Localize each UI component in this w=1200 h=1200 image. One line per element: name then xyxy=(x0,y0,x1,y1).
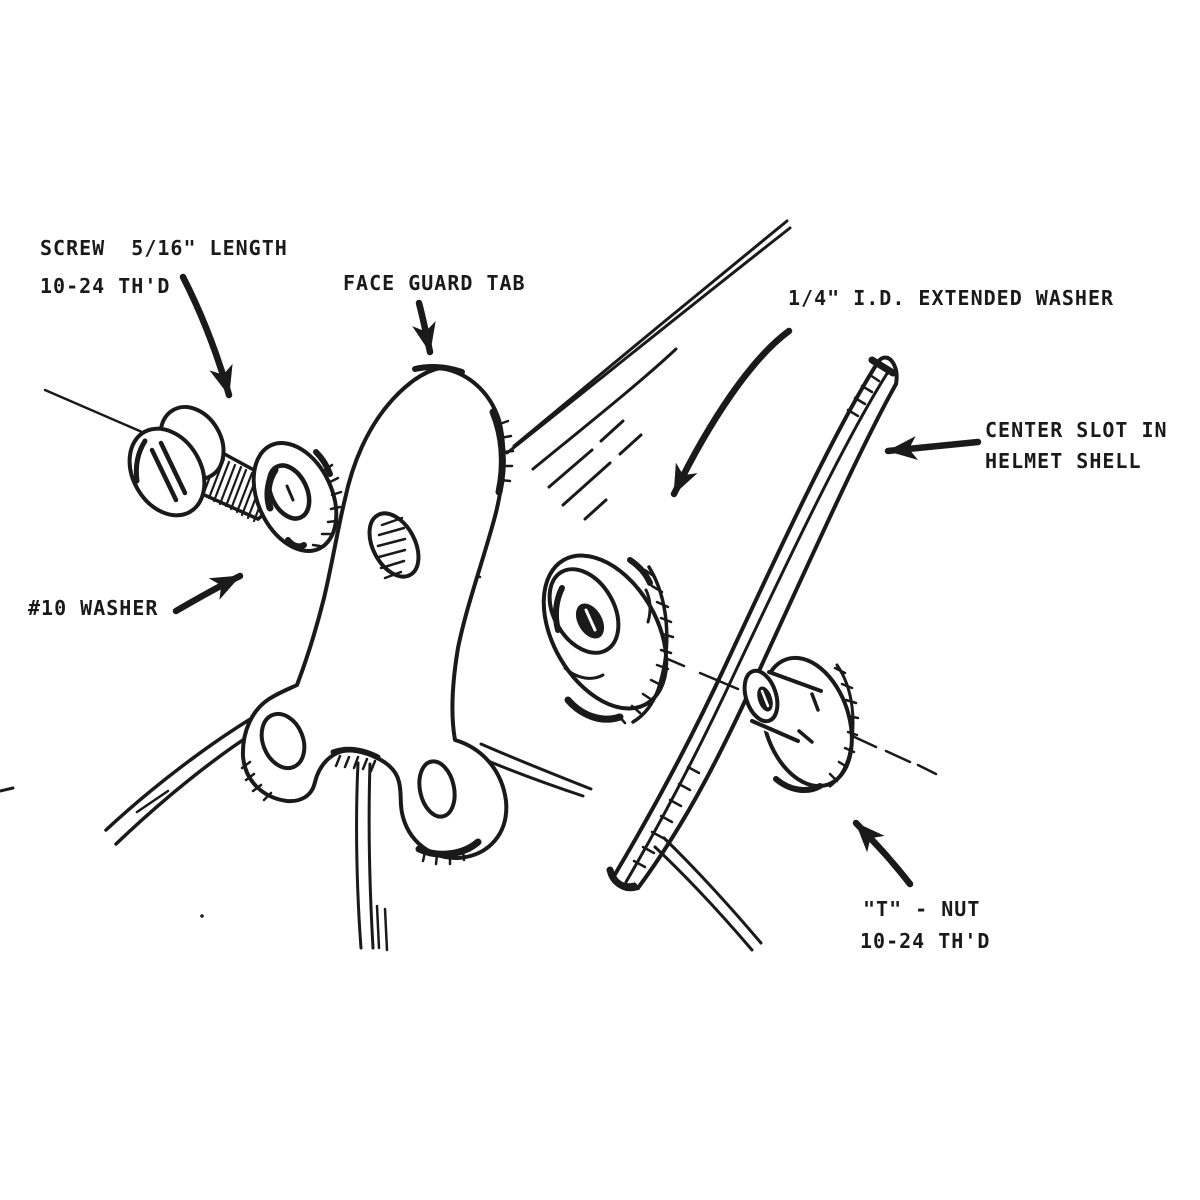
face-guard-tab-drawing xyxy=(240,364,515,866)
arrow-to-center-slot xyxy=(884,436,982,461)
screw-slot xyxy=(149,440,188,503)
label-center-slot-line1: CENTER SLOT IN xyxy=(985,418,1168,442)
extended-washer-drawing xyxy=(541,553,675,725)
label-washer-10: #10 WASHER xyxy=(28,596,158,620)
arrow-to-washer-10 xyxy=(172,572,244,615)
arrow-to-extended-washer xyxy=(670,327,793,498)
label-t-nut-line2: 10-24 TH'D xyxy=(860,929,990,953)
callout-arrows xyxy=(172,273,982,888)
label-screw-spec-line1: SCREW 5/16" LENGTH xyxy=(40,236,288,260)
label-screw-spec-line2: 10-24 TH'D xyxy=(40,274,170,298)
label-face-guard-tab: FACE GUARD TAB xyxy=(343,271,526,295)
ink-speck xyxy=(200,914,204,918)
tab-left-hole xyxy=(259,711,307,771)
arrow-to-t-nut xyxy=(852,819,914,888)
arrow-to-screw xyxy=(179,273,233,399)
label-extended-washer: 1/4" I.D. EXTENDED WASHER xyxy=(788,286,1114,310)
labels: SCREW 5/16" LENGTH 10-24 TH'D FACE GUARD… xyxy=(28,236,1168,953)
tab-right-hole xyxy=(417,759,457,819)
helmet-shell-drawing xyxy=(606,355,899,952)
t-nut-drawing xyxy=(742,655,860,794)
label-center-slot-line2: HELMET SHELL xyxy=(985,449,1142,473)
washer-10-drawing xyxy=(251,441,343,553)
screw-drawing xyxy=(127,405,291,523)
label-t-nut-line1: "T" - NUT xyxy=(863,897,980,921)
tab-slot-hole xyxy=(367,511,421,579)
arrow-to-face-guard-tab xyxy=(412,299,436,356)
